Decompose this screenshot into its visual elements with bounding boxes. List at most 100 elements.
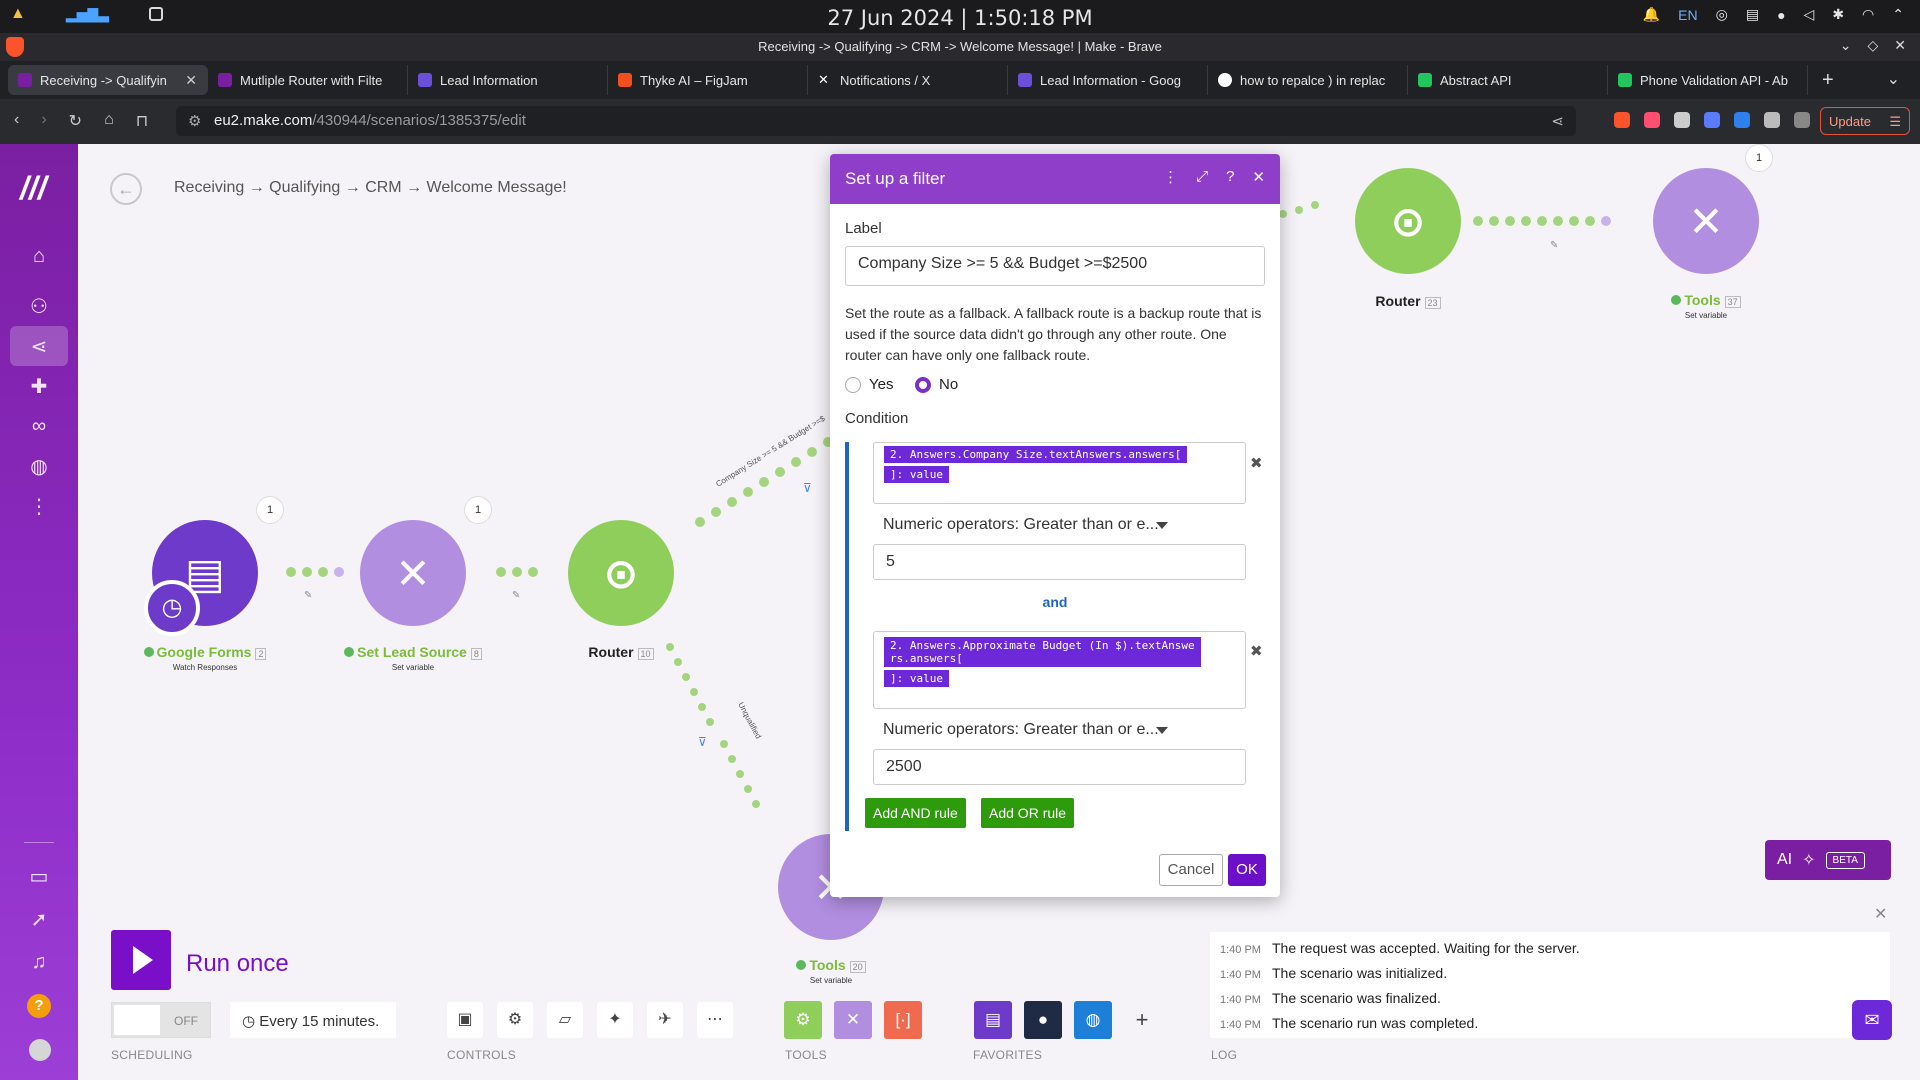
support-chat-icon[interactable]: ✉ [1852, 1000, 1892, 1040]
extension-gear-icon[interactable] [1704, 112, 1720, 128]
help-icon[interactable]: ? [27, 994, 51, 1018]
tab-receiving[interactable]: Receiving -> Qualifyin✕ [8, 65, 208, 95]
notifications-bell-icon[interactable]: ♫ [31, 950, 47, 973]
wrench-icon-3[interactable]: ✎ [1550, 240, 1558, 251]
rule1-mapped-chip-2[interactable]: ]: value [884, 466, 949, 483]
avatar[interactable] [29, 1039, 51, 1061]
home-icon[interactable]: ⌂ [104, 111, 114, 128]
clipboard-icon[interactable]: ▤ [1745, 6, 1760, 22]
link-router2-to-tools[interactable] [1473, 216, 1611, 226]
extension-fi-icon[interactable] [1734, 112, 1750, 128]
fallback-no-radio[interactable]: No [915, 376, 958, 393]
clock-trigger-icon[interactable]: ◷ [144, 580, 200, 636]
brave-rewards-icon[interactable] [1644, 112, 1660, 128]
forward-icon[interactable]: › [41, 111, 47, 128]
google-forms-module[interactable]: ▤ ◷ 1 [144, 496, 284, 636]
wrench-icon-1[interactable]: ✎ [304, 590, 312, 601]
link-router-upper[interactable] [695, 437, 833, 527]
clock[interactable]: 27 Jun 2024 | 1:50:18 PM [827, 6, 1093, 30]
team-icon[interactable]: ⚇ [30, 295, 48, 318]
breadcrumb[interactable]: Receiving → Qualifying → CRM → Welcome M… [174, 179, 567, 196]
close-tab-icon[interactable]: ✕ [185, 71, 197, 88]
ok-button[interactable]: OK [1228, 854, 1266, 886]
system-monitor-icon[interactable]: ▂▅▇▃ [65, 5, 109, 22]
remove-rule2-icon[interactable]: ✖ [1250, 643, 1263, 660]
tab-multiple-router[interactable]: Mutliple Router with Filte [208, 65, 408, 95]
rule2-value-input[interactable]: 2500 [873, 749, 1246, 785]
extension-box-icon[interactable] [1764, 112, 1780, 128]
color-picker-icon[interactable] [1674, 112, 1690, 128]
tab-notifications-x[interactable]: ✕Notifications / X [808, 65, 1008, 95]
link-router-lower[interactable] [666, 643, 760, 808]
flow-control-tool-icon[interactable]: ⚙ [784, 1001, 822, 1039]
add-or-rule-button[interactable]: Add OR rule [981, 798, 1075, 828]
run-once-button[interactable] [111, 930, 171, 990]
new-tab-icon[interactable]: + [1822, 68, 1834, 91]
scheduling-toggle[interactable]: OFF [111, 1002, 211, 1038]
wifi-icon[interactable]: ◠ [1862, 6, 1875, 22]
text-parser-tool-icon[interactable]: [·] [884, 1001, 922, 1039]
bookmark-icon[interactable]: ⊓ [135, 113, 149, 130]
openai-favorite-icon[interactable]: ● [1024, 1001, 1062, 1039]
whats-new-rocket-icon[interactable]: ➚ [30, 908, 48, 931]
update-button[interactable]: Update ☰ [1820, 107, 1910, 135]
home-icon[interactable]: ⌂ [32, 244, 46, 267]
save-icon[interactable]: ▣ [447, 1002, 483, 1038]
app-launcher-icon[interactable]: ▲ [10, 5, 26, 22]
tab-figjam[interactable]: Thyke AI – FigJam [608, 65, 808, 95]
tools-tool-icon[interactable]: ✕ [834, 1001, 872, 1039]
url-field[interactable]: ⚙ eu2.make.com/430944/scenarios/1385375/… [176, 106, 1576, 136]
add-and-rule-button[interactable]: Add AND rule [865, 798, 966, 828]
close-log-icon[interactable]: ✕ [1874, 906, 1888, 923]
link-top-router[interactable] [1279, 201, 1319, 218]
notifications-icon[interactable]: 🔔 [1642, 6, 1661, 22]
link-lead-to-router[interactable] [496, 567, 538, 577]
scenarios-icon[interactable]: ⋖ [10, 326, 68, 366]
router-module-2[interactable]: ⊙ [1355, 168, 1461, 274]
expand-icon[interactable]: ⤢ [1196, 168, 1209, 185]
fallback-yes-radio[interactable]: Yes [845, 376, 893, 393]
ai-assistant-button[interactable]: AI ✧ BETA [1765, 840, 1891, 880]
http-favorite-icon[interactable]: ◍ [1074, 1001, 1112, 1039]
auto-align-icon[interactable]: ✦ [597, 1002, 633, 1038]
window-icon[interactable] [148, 7, 163, 21]
language-indicator[interactable]: EN [1678, 6, 1698, 23]
router-module[interactable]: ⊙ [568, 520, 674, 626]
tab-lead-information[interactable]: Lead Information [408, 65, 608, 95]
rule1-value-input[interactable]: 5 [873, 544, 1246, 580]
google-forms-favorite-icon[interactable]: ▤ [974, 1001, 1012, 1039]
brightness-icon[interactable]: ● [1777, 6, 1786, 23]
remove-rule1-icon[interactable]: ✖ [1250, 455, 1263, 472]
rule1-operand-field[interactable]: 2. Answers.Company Size.textAnswers.answ… [873, 442, 1246, 504]
more-controls-icon[interactable]: ⋯ [697, 1002, 733, 1038]
rule2-mapped-chip[interactable]: 2. Answers.Approximate Budget (In $).tex… [884, 637, 1201, 667]
rule1-operator-select[interactable]: Numeric operators: Greater than or e... [873, 508, 1178, 542]
rule2-operand-field[interactable]: 2. Answers.Approximate Budget (In $).tex… [873, 631, 1246, 709]
wrench-icon-2[interactable]: ✎ [512, 590, 520, 601]
bluetooth-icon[interactable]: ✱ [1832, 6, 1845, 22]
tab-abstract-api[interactable]: Abstract API [1408, 65, 1608, 95]
help-icon[interactable]: ? [1226, 168, 1235, 185]
volume-icon[interactable]: ◁ [1803, 6, 1815, 22]
radio-circle[interactable] [845, 376, 861, 393]
link-forms-to-lead[interactable] [286, 567, 344, 577]
more-icon[interactable]: ⋮ [29, 495, 49, 518]
tab-phone-validation[interactable]: Phone Validation API - Ab [1608, 65, 1808, 95]
set-lead-source-module[interactable]: ✕ 1 [360, 496, 492, 626]
rule2-mapped-chip-2[interactable]: ]: value [884, 670, 949, 687]
settings-gear-icon[interactable]: ⚙ [497, 1002, 533, 1038]
tab-list-icon[interactable]: ⌄ [1886, 71, 1900, 88]
docs-book-icon[interactable]: ▭ [29, 865, 49, 888]
notes-icon[interactable]: ▱ [547, 1002, 583, 1038]
site-info-icon[interactable]: ⚙ [188, 113, 202, 130]
back-button[interactable]: ← [110, 173, 142, 205]
webhooks-globe-icon[interactable]: ◍ [30, 455, 48, 478]
radio-circle-selected[interactable] [915, 376, 931, 393]
connections-link-icon[interactable]: ∞ [31, 414, 47, 437]
extensions-puzzle-icon[interactable] [1794, 112, 1810, 128]
maximize-icon[interactable]: ◇ [1867, 37, 1879, 53]
link-label-lower[interactable]: Unqualified [736, 701, 763, 741]
tab-lead-information-google[interactable]: Lead Information - Goog [1008, 65, 1208, 95]
run-once-label[interactable]: Run once [186, 950, 289, 977]
